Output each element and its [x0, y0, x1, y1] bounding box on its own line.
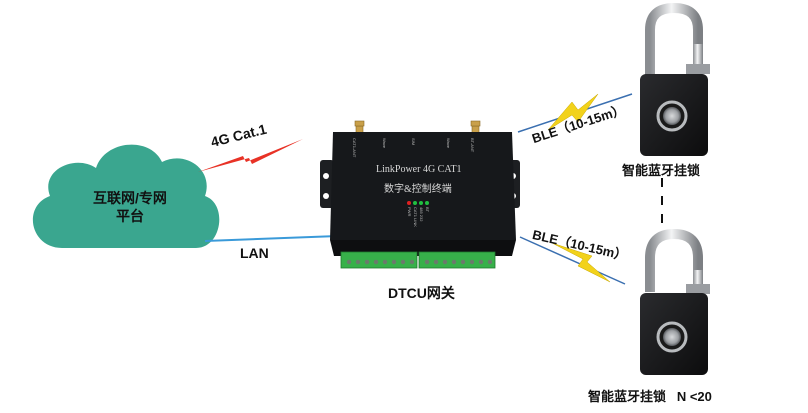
led-label-485: 485 232 — [419, 207, 424, 222]
antenna-label-cat1: CAT1-ANT — [352, 138, 357, 158]
terminal-block-right — [418, 251, 496, 269]
antenna-label-wave-left: Wave — [382, 138, 387, 149]
led-label-cat1: CAT1 LINK — [413, 207, 418, 227]
ble-link-top — [517, 93, 633, 133]
lan-link-label: LAN — [240, 245, 269, 261]
cloud-label-line1: 互联网/专网 — [93, 190, 167, 206]
cloud-label-line2: 平台 — [116, 208, 144, 224]
cloud-icon — [32, 144, 220, 248]
lock-caption-bottom: 智能蓝牙挂锁 N <20 — [588, 389, 712, 404]
bluetooth-padlock-bottom — [640, 228, 710, 375]
cat1-bolt-icon — [198, 139, 303, 172]
antenna-label-bt: BT-ANT — [470, 138, 475, 153]
terminal-block-left — [340, 251, 418, 269]
gateway-brand-text: LinkPower 4G CAT1 — [376, 164, 462, 175]
gateway-caption: DTCU网关 — [388, 285, 455, 301]
led-label-bt: BT — [425, 207, 430, 213]
dtcu-gateway-device — [320, 120, 520, 269]
status-leds — [407, 201, 429, 205]
gateway-subtitle-text: 数字&控制终端 — [384, 184, 452, 195]
ble-link-bottom — [519, 236, 626, 285]
ble-bolt-icon — [547, 93, 599, 131]
antenna-label-wave-right: Wave — [446, 138, 451, 149]
bluetooth-padlock-top — [640, 2, 710, 156]
lan-cable — [204, 235, 339, 242]
lock-caption-top: 智能蓝牙挂锁 — [622, 163, 701, 178]
led-label-pwr: PWR — [407, 207, 412, 217]
antenna-label-sim: SIM — [411, 138, 416, 146]
ble-bolt-icon — [551, 242, 611, 283]
antenna-connectors — [354, 120, 481, 137]
